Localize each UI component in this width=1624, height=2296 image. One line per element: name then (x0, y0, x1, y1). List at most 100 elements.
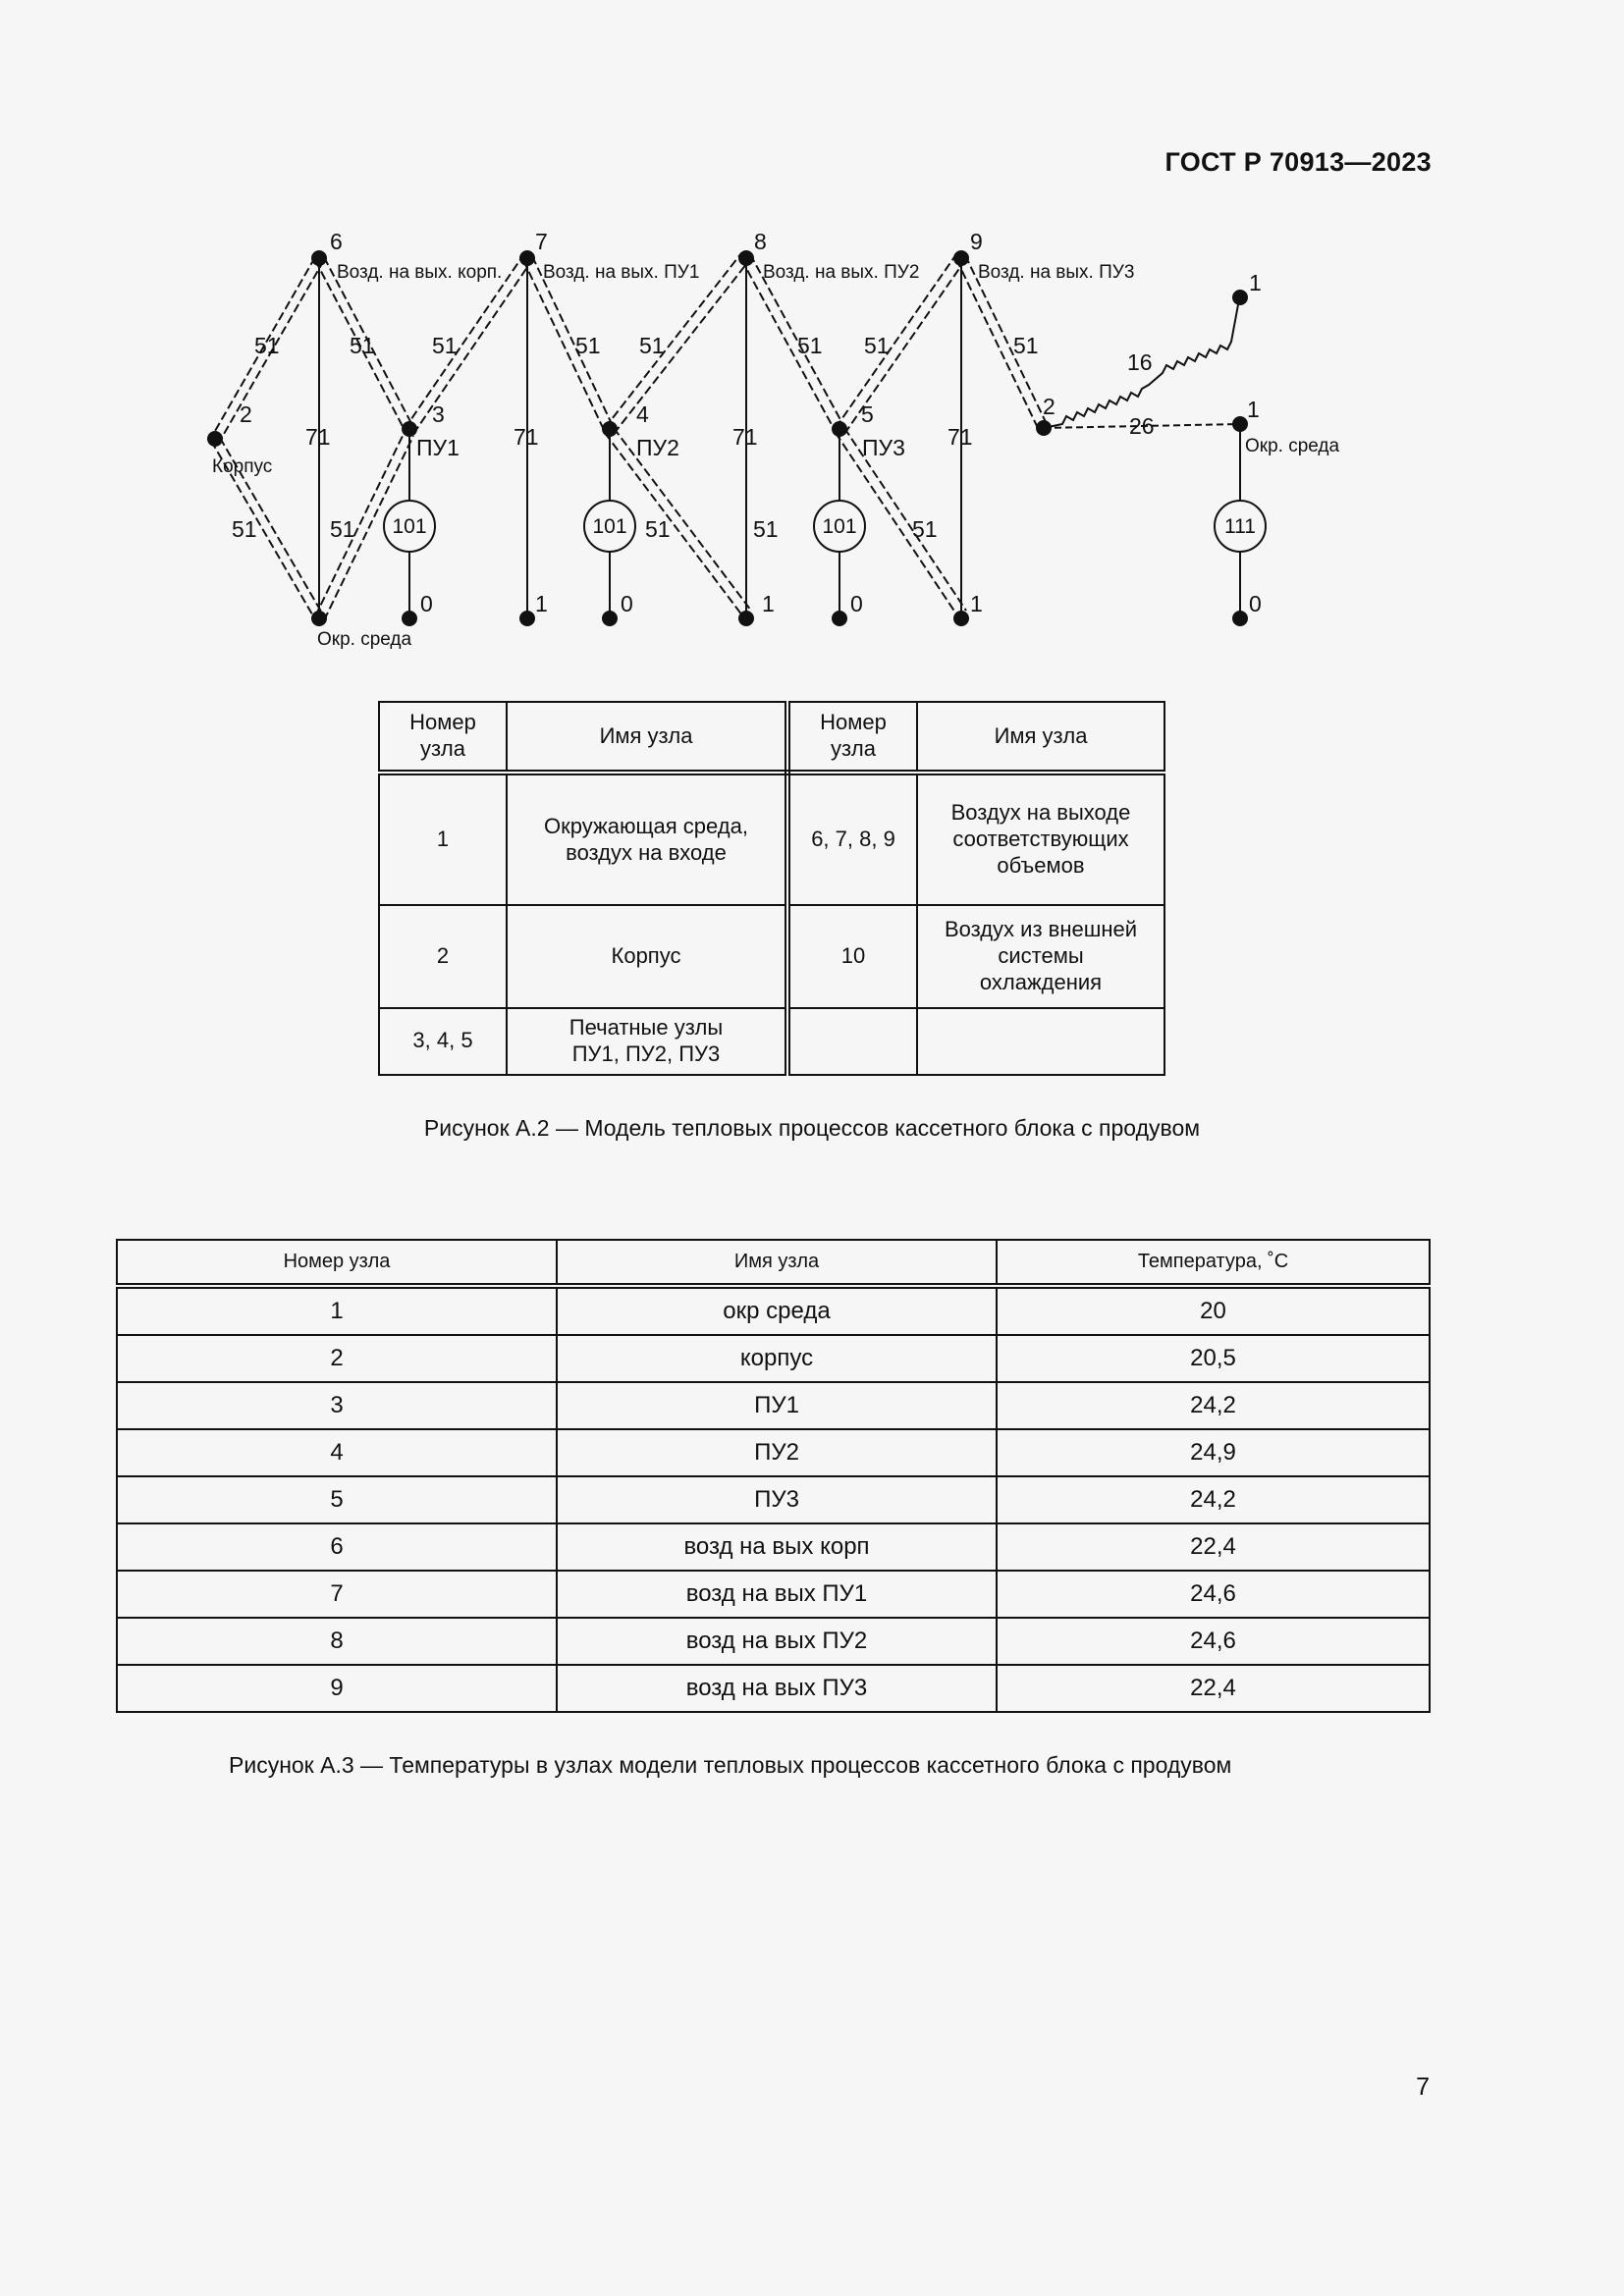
node-8 (738, 250, 754, 266)
node-4 (602, 421, 618, 437)
table-cell: 20 (996, 1285, 1431, 1336)
svg-text:Возд. на вых. ПУ2: Возд. на вых. ПУ2 (763, 262, 919, 283)
table-cell: 24,2 (996, 1475, 1431, 1524)
edge-5-9 (835, 253, 966, 435)
figure-caption-a2: Рисунок А.2 — Модель тепловых процессов … (423, 1115, 1201, 1141)
edge-9-2r (955, 254, 1049, 431)
svg-text:51: 51 (912, 516, 938, 542)
svg-text:2: 2 (240, 401, 252, 427)
svg-text:6: 6 (330, 229, 343, 254)
svg-text:5: 5 (861, 401, 874, 427)
table-cell: 24,6 (996, 1617, 1431, 1666)
svg-text:Окр. среда: Окр. среда (317, 629, 412, 650)
source-external (1214, 500, 1267, 553)
table-cell: 5 (116, 1475, 558, 1524)
table-cell: возд на вых ПУ2 (556, 1617, 998, 1666)
edge-7-4 (522, 255, 615, 433)
node-5 (832, 421, 847, 437)
table-row: 1 Окружающая среда, воздух на входе 6, 7… (378, 772, 1165, 907)
node-1-radiation (1232, 290, 1248, 305)
svg-text:1: 1 (1247, 397, 1260, 422)
node-legend-table: Номер узла Имя узла Номер узла Имя узла … (378, 700, 1165, 1077)
svg-text:0: 0 (621, 591, 633, 616)
svg-text:101: 101 (822, 515, 856, 538)
svg-text:ПУ3: ПУ3 (862, 435, 905, 460)
table-cell: 24,9 (996, 1428, 1431, 1477)
node-dots (207, 250, 1248, 626)
standard-number: ГОСТ Р 70913—2023 (1164, 147, 1432, 177)
svg-text:51: 51 (797, 333, 823, 358)
node-3 (402, 421, 417, 437)
table-cell: 1 (116, 1285, 558, 1336)
table-cell: 7 (116, 1570, 558, 1619)
svg-text:51: 51 (1013, 333, 1039, 358)
table-cell: ПУ1 (556, 1381, 998, 1430)
table-row: 3, 4, 5 Печатные узлы ПУ1, ПУ2, ПУ3 (378, 1006, 1165, 1077)
table-cell: возд на вых корп (556, 1522, 998, 1572)
svg-text:2: 2 (1043, 394, 1056, 419)
header-cell: Имя узла (506, 700, 790, 776)
svg-text:71: 71 (514, 424, 539, 450)
heat-sources (383, 500, 1267, 553)
svg-text:8: 8 (754, 229, 767, 254)
source-pu1 (383, 500, 436, 553)
node-7 (519, 250, 535, 266)
svg-text:71: 71 (947, 424, 973, 450)
table-cell: 4 (116, 1428, 558, 1477)
table-cell: 22,4 (996, 1522, 1431, 1572)
edge-6-3 (314, 256, 415, 433)
node-2 (207, 431, 223, 447)
svg-text:101: 101 (392, 515, 426, 538)
svg-text:Корпус: Корпус (212, 456, 272, 477)
svg-text:9: 9 (970, 229, 983, 254)
svg-text:1: 1 (535, 591, 548, 616)
header-cell: Номер узла (378, 700, 508, 776)
edge-3-7 (404, 254, 533, 435)
svg-text:4: 4 (636, 401, 649, 427)
svg-text:Возд. на вых. ПУ1: Возд. на вых. ПУ1 (543, 262, 699, 283)
edge-8-5 (740, 253, 845, 433)
svg-text:51: 51 (232, 516, 257, 542)
table-cell: 9 (116, 1664, 558, 1713)
svg-text:71: 71 (732, 424, 758, 450)
table-cell: 22,4 (996, 1664, 1431, 1713)
edge-6-2 (210, 256, 325, 442)
svg-text:51: 51 (645, 516, 671, 542)
airflow-edges (210, 252, 1049, 621)
svg-text:51: 51 (575, 333, 601, 358)
table-header-row: Номер узла Имя узла Номер узла Имя узла (378, 700, 1165, 776)
node-9 (953, 250, 969, 266)
svg-text:0: 0 (420, 591, 433, 616)
table-cell: возд на вых ПУ3 (556, 1664, 998, 1713)
svg-text:1: 1 (1249, 270, 1262, 295)
thermal-model-diagram: 101 101 101 111 6 7 8 9 2 3 4 5 2 1 1 0 (207, 229, 1340, 650)
svg-text:51: 51 (350, 333, 375, 358)
node-ambient (311, 611, 327, 626)
node-1-ambient-right (1232, 416, 1248, 432)
table-cell: 24,2 (996, 1381, 1431, 1430)
convection-edge (1043, 423, 1241, 429)
svg-text:Возд. на вых. корп.: Возд. на вых. корп. (337, 262, 502, 283)
table-row: 2 Корпус 10 Воздух из внешней системы ох… (378, 904, 1165, 1009)
table-cell: возд на вых ПУ1 (556, 1570, 998, 1619)
source-pu2 (583, 500, 636, 553)
svg-text:Окр. среда: Окр. среда (1245, 436, 1340, 456)
edge-4-8 (604, 252, 751, 435)
svg-text:51: 51 (864, 333, 890, 358)
svg-text:ПУ2: ПУ2 (636, 435, 679, 460)
svg-text:51: 51 (753, 516, 779, 542)
edge-2-amb (210, 437, 325, 620)
svg-text:1: 1 (762, 591, 775, 616)
figure-caption-a3: Рисунок А.3 — Температуры в узлах модели… (229, 1752, 1232, 1778)
svg-text:26: 26 (1129, 413, 1155, 439)
svg-text:101: 101 (592, 515, 626, 538)
node-6 (311, 250, 327, 266)
edge-amb-3 (314, 431, 414, 621)
svg-text:Возд. на вых. ПУ3: Возд. на вых. ПУ3 (978, 262, 1134, 283)
